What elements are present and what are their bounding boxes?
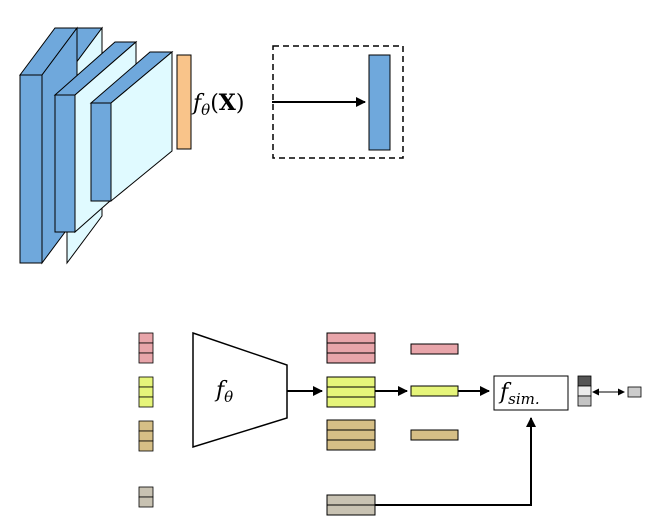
feature-function-label: fθ(X) [191, 90, 244, 119]
input-stack-pink [138, 332, 154, 364]
conv-block-3 [89, 50, 174, 203]
feature-vector-bar [176, 54, 192, 150]
query-path-arrow [375, 417, 536, 506]
input-stack-gray [138, 486, 154, 508]
similarity-box [493, 375, 569, 411]
prototype-tan [410, 429, 459, 441]
score-stack [577, 375, 592, 407]
input-stack-lime [138, 376, 154, 408]
input-stack-tan [138, 420, 154, 452]
encoder-trapezoid-icon [192, 331, 288, 449]
cnn-stack-icon [19, 26, 174, 265]
embedding-stack-pink [326, 332, 376, 364]
embedding-stack-gray [326, 494, 376, 516]
embedding-stack-tan [326, 419, 376, 451]
embedding-stack-lime [326, 376, 376, 408]
prototype-pink [410, 343, 459, 355]
output-square [627, 386, 642, 398]
embedding-dashed-box [272, 45, 404, 159]
embedding-bar [368, 54, 391, 151]
prototype-lime [410, 385, 459, 397]
